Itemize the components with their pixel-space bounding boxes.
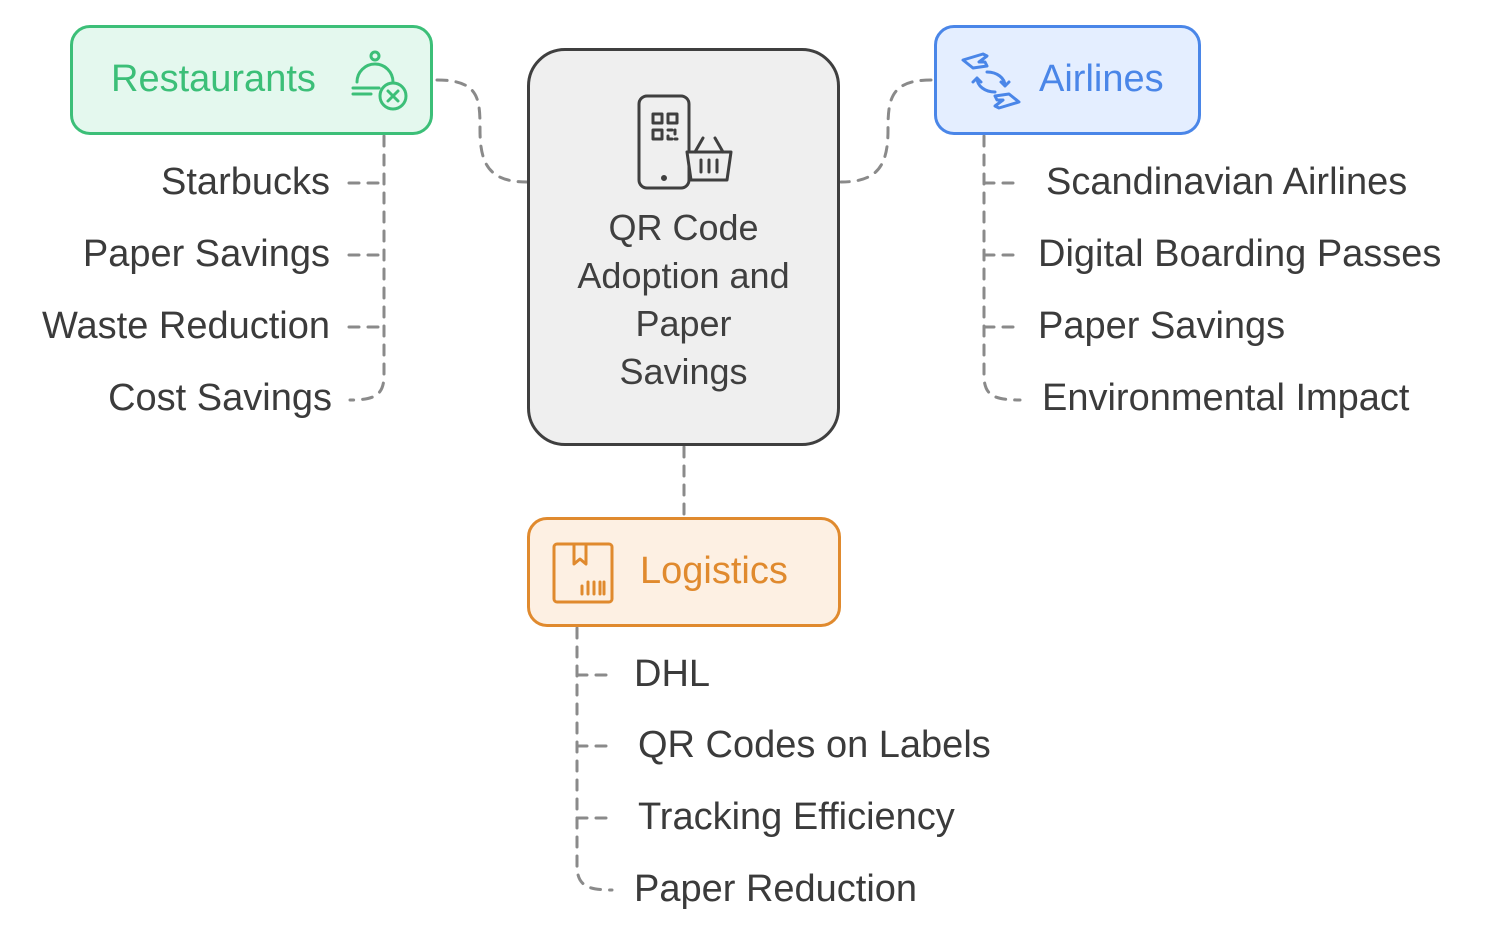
leaf-restaurants-1: Starbucks [161, 161, 330, 203]
branch-label-logistics: Logistics [640, 550, 788, 592]
leaf-logistics-2: QR Codes on Labels [638, 724, 991, 766]
package-barcode-icon [552, 542, 614, 604]
leaf-airlines-3: Paper Savings [1038, 305, 1286, 347]
central-topic-title: QR Code Adoption and Paper Savings [577, 207, 790, 392]
connector-logistics-trunk [575, 626, 614, 892]
branch-node-airlines: Airlines [934, 25, 1201, 135]
branch-label-restaurants: Restaurants [111, 58, 316, 100]
leaf-airlines-4: Environmental Impact [1042, 377, 1410, 419]
branch-node-restaurants: Restaurants [70, 25, 433, 135]
leaf-logistics-1: DHL [634, 653, 711, 695]
leaf-airlines-1: Scandinavian Airlines [1046, 161, 1408, 203]
branch-label-airlines: Airlines [1039, 58, 1164, 100]
leaf-logistics-3: Tracking Efficiency [638, 796, 955, 838]
central-topic-node: QR Code Adoption and Paper Savings [527, 48, 840, 446]
leaf-restaurants-2: Paper Savings [82, 233, 330, 275]
plane-exchange-icon [961, 52, 1021, 110]
leaf-restaurants-3: Waste Reduction [42, 305, 330, 347]
qr-phone-basket-icon [637, 94, 732, 190]
connector-restaurants-center [435, 78, 529, 184]
connector-airlines-trunk [982, 134, 1022, 402]
connector-airlines-center [839, 78, 933, 184]
leaf-airlines-2: Digital Boarding Passes [1038, 233, 1442, 275]
connector-restaurants-trunk [348, 134, 386, 402]
leaf-restaurants-4: Cost Savings [108, 377, 332, 419]
leaf-logistics-4: Paper Reduction [634, 868, 918, 910]
food-cloche-cancel-icon [351, 50, 408, 111]
branch-node-logistics: Logistics [527, 517, 841, 627]
